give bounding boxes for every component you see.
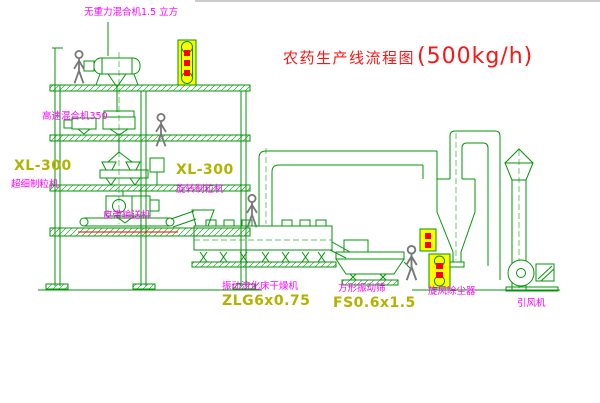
gravity-mixer-drawing (83, 22, 141, 112)
induced-draft-fan-drawing (505, 259, 559, 292)
label-sieve-model: FS0.6x1.5 (333, 295, 416, 311)
bucket-elevator-top (177, 39, 197, 86)
label-gravity-mixer: 无重力混合机1.5 立方 (84, 7, 179, 18)
label-high-speed-mixer: 高速混合机350 (42, 111, 108, 122)
person-icon (73, 50, 85, 85)
fine-granulator-drawing (99, 151, 165, 186)
label-fan: 引风机 (517, 298, 546, 309)
dryer-exhaust-duct (258, 150, 438, 226)
label-sieve-name: 方形振动筛 (338, 283, 386, 294)
title-text: 农药生产线流程图 (283, 49, 416, 67)
label-rotary-granulator-name: 旋转制粒机 (176, 184, 224, 195)
bucket-elevator-right (419, 228, 451, 289)
person-icon (405, 244, 418, 282)
label-rotary-granulator-model: XL-300 (176, 162, 234, 178)
building-structure (38, 47, 560, 291)
label-cyclone: 旋风除尘器 (428, 286, 476, 297)
high-speed-mixer-drawing (63, 110, 136, 152)
fluid-bed-dryer-drawing (191, 209, 351, 268)
label-fine-granulator-model: XL-300 (14, 158, 72, 174)
cyclone-drawing (436, 130, 501, 280)
diagram-title: 农药生产线流程图 (500kg/h) (283, 44, 533, 69)
label-dryer-name: 振动流化床干燥机 (222, 281, 299, 292)
label-dryer-model: ZLG6x0.75 (222, 293, 311, 309)
label-fine-granulator-name: 超细制粒机 (11, 179, 59, 190)
vibrating-sieve-drawing (335, 239, 413, 286)
label-belt-conveyor: 皮带输送机 (103, 210, 151, 221)
belt-conveyor-drawing (78, 210, 197, 233)
title-capacity: (500kg/h) (417, 44, 534, 69)
